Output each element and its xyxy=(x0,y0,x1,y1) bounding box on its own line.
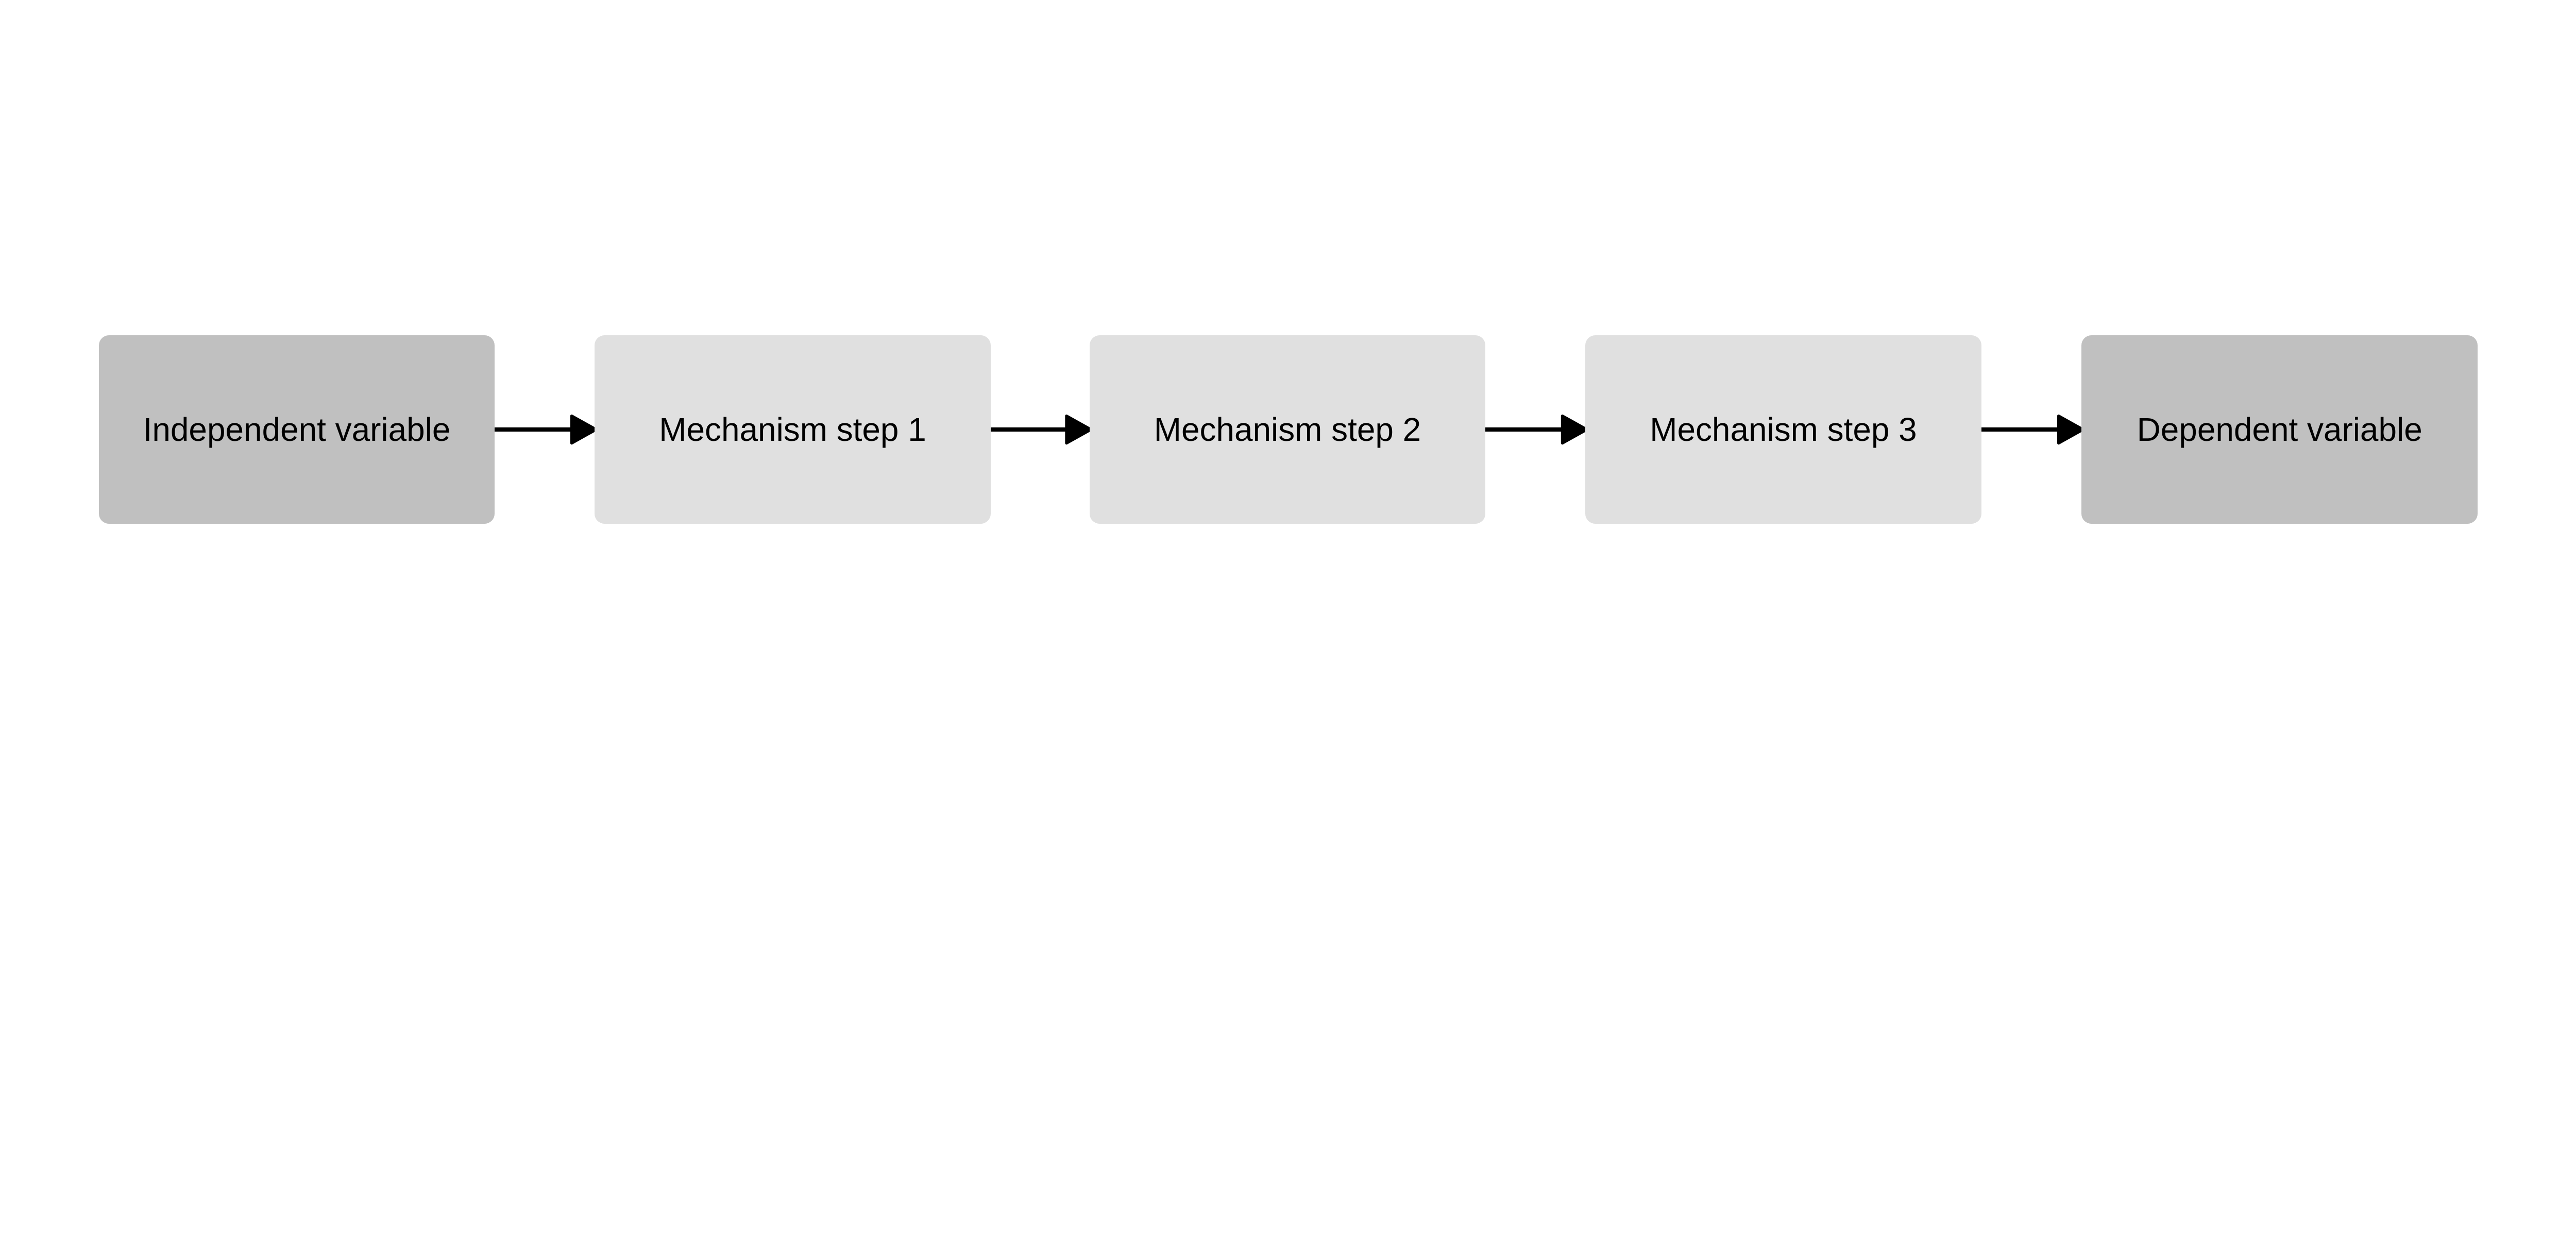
node-mechanism-step-3: Mechanism step 3 xyxy=(1585,335,1981,524)
node-label: Dependent variable xyxy=(2137,411,2422,448)
arrow-m1-to-m2 xyxy=(988,414,1093,445)
arrow-head xyxy=(1561,414,1588,445)
node-label: Mechanism step 2 xyxy=(1154,411,1421,448)
arrow-head xyxy=(2057,414,2084,445)
node-label: Independent variable xyxy=(143,411,451,448)
arrow-m2-to-m3 xyxy=(1483,414,1588,445)
arrow-head xyxy=(1065,414,1093,445)
arrow-iv-to-m1 xyxy=(493,414,598,445)
node-label: Mechanism step 3 xyxy=(1650,411,1917,448)
node-independent-variable: Independent variable xyxy=(98,335,495,524)
edges-layer xyxy=(493,414,2084,445)
node-mechanism-step-1: Mechanism step 1 xyxy=(595,335,991,524)
node-mechanism-step-2: Mechanism step 2 xyxy=(1089,335,1486,524)
arrow-head xyxy=(570,414,598,445)
arrow-m3-to-dv xyxy=(1979,414,2084,445)
node-dependent-variable: Dependent variable xyxy=(2081,335,2478,524)
node-label: Mechanism step 1 xyxy=(659,411,926,448)
